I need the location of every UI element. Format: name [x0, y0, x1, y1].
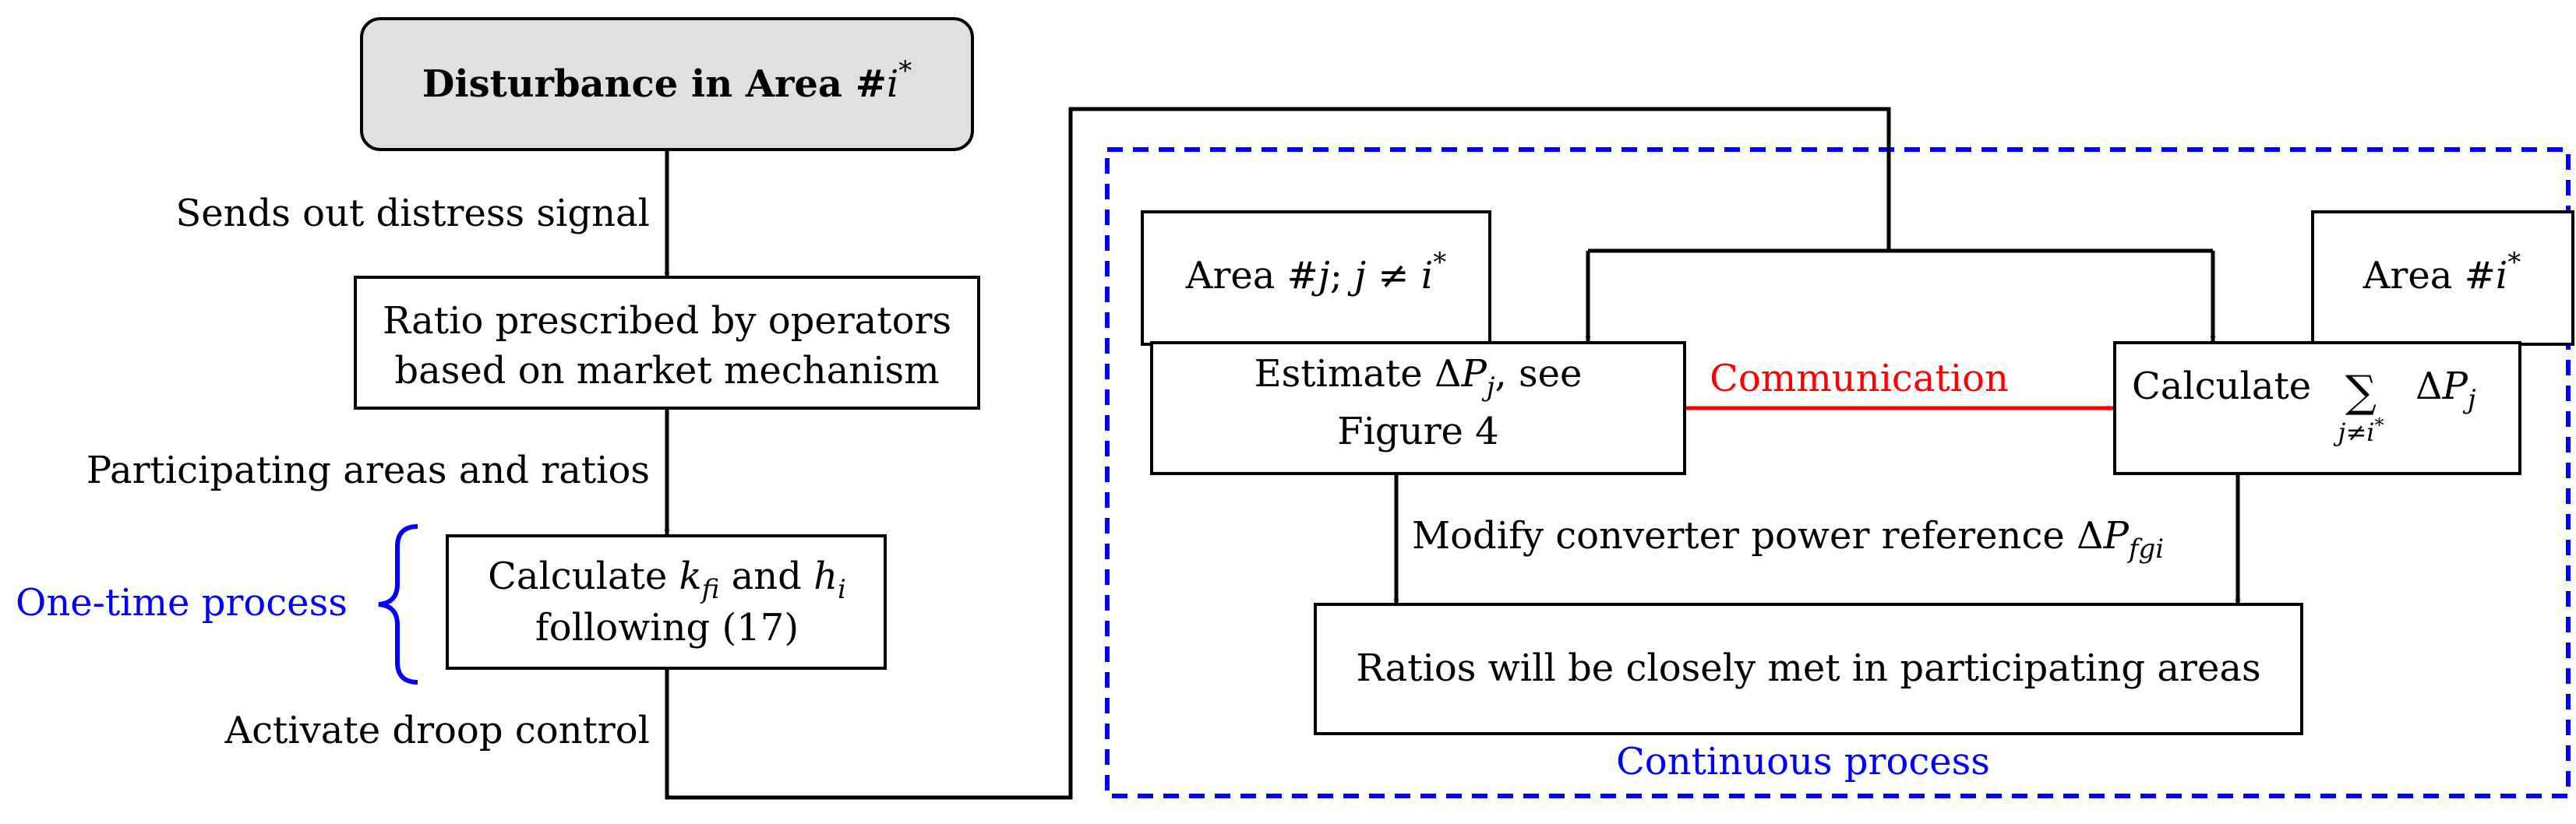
label-activate-droop: Activate droop control	[224, 709, 650, 752]
calculate-sum-under: j≠i*	[2334, 414, 2384, 447]
calculate-sum-sigma: ∑	[2345, 367, 2377, 417]
calc-k-box-line1: Calculate kfi and hi	[488, 555, 846, 605]
start-node	[360, 17, 974, 151]
label-participating: Participating areas and ratios	[86, 449, 650, 492]
one-time-label: One-time process	[16, 581, 348, 625]
estimate-box-line1: Estimate ΔPj, see	[1254, 352, 1583, 403]
start-node-label: Disturbance in Area #i*	[422, 55, 912, 106]
ratios-met-box	[1314, 603, 2303, 735]
calc-k-box	[446, 534, 887, 670]
continuous-label: Continuous process	[1616, 740, 1990, 784]
area-j-label: Area #j; j ≠ i*	[1185, 247, 1446, 298]
estimate-box	[1150, 341, 1686, 475]
one-time-brace	[378, 524, 418, 685]
area-i-tab-box	[2311, 210, 2574, 346]
ratio-box-line1: Ratio prescribed by operators	[383, 299, 951, 343]
ratio-box	[354, 276, 980, 410]
calculate-sum-term: ΔPj	[2415, 364, 2476, 415]
communication-label: Communication	[1710, 357, 2009, 400]
connector-calc-k-to-continuous	[665, 107, 1891, 800]
ratios-met-label: Ratios will be closely met in participat…	[1356, 646, 2260, 690]
area-i-label: Area #i*	[2363, 247, 2521, 298]
calculate-sum-prefix: Calculate	[2132, 364, 2311, 408]
calculate-sum-box	[2113, 341, 2521, 475]
calc-k-box-line2: following (17)	[535, 606, 799, 650]
label-sends-signal: Sends out distress signal	[175, 192, 650, 235]
ratio-box-line2: based on market mechanism	[394, 349, 939, 393]
modify-ref-label: Modify converter power reference ΔPfgi	[1412, 514, 2164, 565]
estimate-box-line2: Figure 4	[1337, 410, 1498, 453]
continuous-process-frame	[1105, 147, 2571, 798]
